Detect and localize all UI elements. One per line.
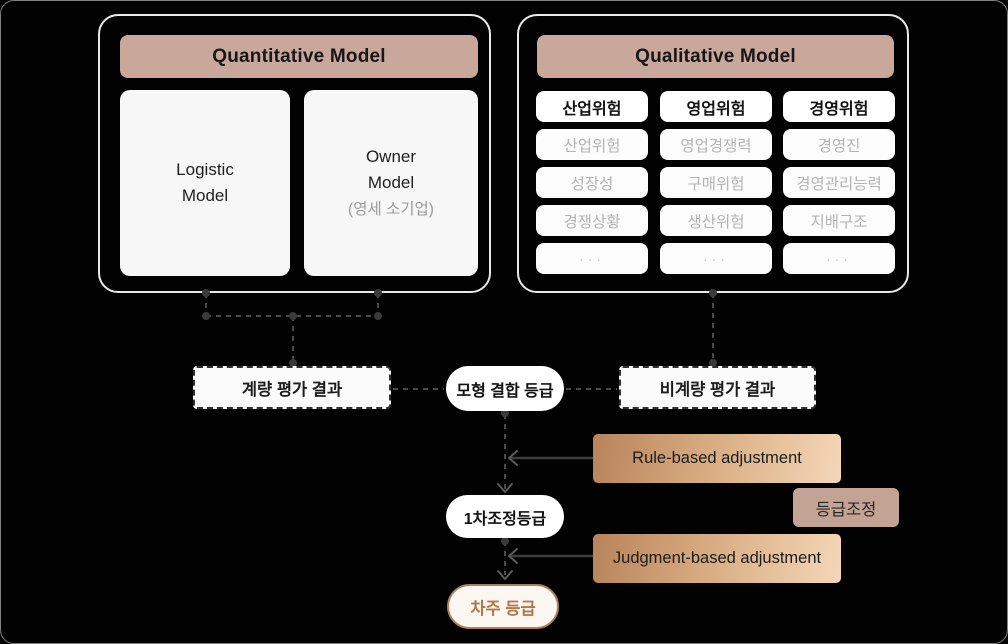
owner-model-subtitle: (영세 소기업) [348,201,434,219]
quant-result-box: 계량 평가 결과 [193,366,391,409]
logistic-model-box: Logistic Model [120,90,290,276]
qual-col2-item: 구매위험 [660,167,772,198]
qualitative-panel: Qualitative Model 산업위험 산업위험 성장성 경쟁상황 ···… [517,14,909,293]
qual-col1-ellipsis: ··· [536,243,648,274]
combined-grade-pill: 모형 결합 등급 [446,366,564,411]
logistic-model-line1: Logistic [176,159,234,179]
qual-col1-item: 산업위험 [536,129,648,160]
qual-col3-item: 경영관리능력 [783,167,895,198]
borrower-grade-pill: 차주 등급 [447,584,559,629]
qual-col2-ellipsis: ··· [660,243,772,274]
qual-col3-header: 경영위험 [783,91,895,122]
owner-model-line1: Owner [365,146,417,166]
quantitative-panel-title: Quantitative Model [120,35,478,78]
qual-col3-ellipsis: ··· [783,243,895,274]
qual-col1-item: 경쟁상황 [536,205,648,236]
grade-adjustment-tag: 등급조정 [793,488,899,527]
judgment-based-adjustment-box: Judgment-based adjustment [593,534,841,583]
qual-result-box: 비계량 평가 결과 [619,366,816,409]
qual-col3-item: 경영진 [783,129,895,160]
first-adjusted-grade-pill: 1차조정등급 [446,495,564,538]
owner-model-box: Owner Model (영세 소기업) [304,90,478,276]
qualitative-panel-title: Qualitative Model [537,35,894,78]
qual-col1-header: 산업위험 [536,91,648,122]
owner-model-line2: Model [367,172,415,192]
qual-col2-header: 영업위험 [660,91,772,122]
qual-col2-item: 영업경쟁력 [660,129,772,160]
rule-based-adjustment-box: Rule-based adjustment [593,434,841,483]
qual-col2-item: 생산위험 [660,205,772,236]
qual-col3-item: 지배구조 [783,205,895,236]
logistic-model-line2: Model [181,186,229,205]
qual-col1-item: 성장성 [536,167,648,198]
quantitative-panel: Quantitative Model Logistic Model Owner … [98,14,491,293]
